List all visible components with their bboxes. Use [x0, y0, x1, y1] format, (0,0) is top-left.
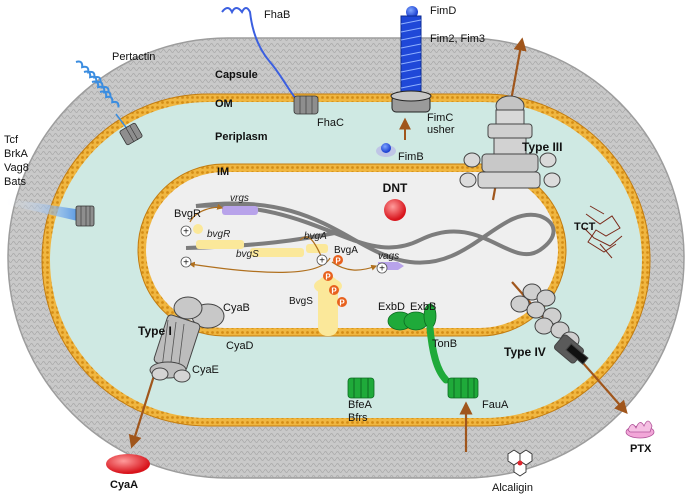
type3-secretion-apparatus: [459, 95, 561, 189]
tct-label: TCT: [574, 221, 596, 233]
fimc-usher-complex: [390, 90, 432, 113]
cyaa-label: CyaA: [110, 479, 138, 491]
type1-label: Type I: [138, 324, 172, 338]
bfrs-label: Bfrs: [348, 412, 368, 424]
red-ellipse-icon: [106, 454, 150, 474]
fimbria-stripe: [400, 75, 422, 81]
plus-circle-1: [180, 225, 192, 237]
bvga-gene-label: bvgA: [304, 231, 327, 242]
vrgs-label: vrgs: [230, 193, 249, 204]
chromosome-dna: [195, 201, 556, 265]
bats-label: Bats: [4, 176, 27, 188]
bvgr-to-vrgs-arrow: [189, 203, 224, 223]
fimbria-stripe: [400, 43, 422, 49]
bfea-receptor: [347, 377, 375, 399]
phosphate-2: [323, 271, 333, 281]
bvgr-gene: [196, 240, 244, 249]
red-sphere-icon: [384, 199, 406, 221]
phosphate-1: [333, 255, 343, 265]
periplasm-label: Periplasm: [215, 131, 268, 143]
usher-label: usher: [427, 124, 455, 136]
om-label: OM: [215, 98, 233, 110]
fimb-label: FimB: [398, 151, 424, 163]
cyad-label: CyaD: [226, 340, 254, 352]
fimbria-stripe: [400, 83, 422, 89]
im-label: IM: [217, 166, 229, 178]
fimbria-stripe: [400, 51, 422, 57]
brka-label: BrkA: [4, 148, 29, 160]
type1-secretion-apparatus: [149, 296, 225, 383]
type3-label: Type III: [522, 140, 562, 154]
fimbria-stripe: [400, 19, 422, 25]
cyae-label: CyaE: [192, 364, 219, 376]
vags-label: vags: [378, 251, 399, 262]
exbd-label: ExbD: [378, 301, 405, 313]
fhac-barrel: [293, 95, 319, 115]
plus-sign-4: +: [379, 264, 385, 275]
pink-toxin-icon: [625, 420, 655, 439]
fimbria-stripe: [400, 27, 422, 33]
siderophore-molecule-icon: [507, 449, 533, 477]
vag8-label: Vag8: [4, 162, 29, 174]
fimc-label: FimC: [427, 112, 453, 124]
phosphate-label-2: P: [325, 273, 331, 282]
bvga-protein-label: BvgA: [334, 245, 358, 256]
bvgs-protein-label: BvgS: [289, 296, 313, 307]
bvgr-protein-label: BvgR: [174, 208, 201, 220]
plus-circle-3: [316, 254, 328, 266]
bvga-autoregulation-arrow: [299, 236, 323, 259]
fim23-label: Fim2, Fim3: [430, 33, 485, 45]
fhab-filament: [221, 7, 301, 105]
pertactin-coil-icon: [75, 60, 120, 108]
type4-label: Type IV: [504, 345, 546, 359]
tcf-barrel: [75, 205, 95, 227]
tonb-label: TonB: [432, 338, 457, 350]
ptx-label: PTX: [630, 443, 652, 455]
fimbria-stripe: [400, 67, 422, 73]
phosphate-label-1: P: [335, 257, 341, 266]
fimbrial-shaft: [400, 15, 422, 97]
plus-circle-4: [376, 262, 388, 274]
type4-secretion-apparatus: [510, 283, 589, 365]
fimd-tip-icon: [406, 6, 418, 18]
alcaligin-label: Alcaligin: [492, 482, 533, 494]
bvgr-protein-shape: [193, 224, 203, 234]
bvgs-gene: [250, 248, 304, 257]
fimd-label: FimD: [430, 5, 456, 17]
faua-label: FauA: [482, 399, 509, 411]
plus-sign-3: +: [319, 256, 325, 267]
bvgs-gene-label: bvgS: [236, 249, 259, 260]
capsule-label: Capsule: [215, 69, 258, 81]
fimbria-stripe: [400, 35, 422, 41]
faua-receptor: [447, 377, 479, 399]
fhac-label: FhaC: [317, 117, 344, 129]
fimbria-stripe: [400, 59, 422, 65]
tcf-autotransporter-beam: [4, 198, 82, 222]
tcf-label: Tcf: [4, 134, 19, 146]
bfea-label: BfeA: [348, 399, 373, 411]
dnt-label: DNT: [383, 181, 408, 195]
pertactin-barrel: [119, 122, 143, 146]
plus-sign-2: +: [183, 258, 189, 269]
plus-circle-2: [180, 256, 192, 268]
phosphate-label-4: P: [339, 299, 345, 308]
cyab-label: CyaB: [223, 302, 250, 314]
phosphate-4: [337, 297, 347, 307]
exbb-label: ExbB: [410, 301, 436, 313]
phosphate-3: [329, 285, 339, 295]
vrgs-gene: [222, 206, 258, 215]
exb-complex: [387, 303, 450, 384]
phosphate-label-3: P: [331, 287, 337, 296]
pertactin-label: Pertactin: [112, 51, 155, 63]
fimb-subunit-icon: [381, 143, 391, 153]
peptidoglycan-fragment-icon: [583, 205, 623, 259]
bvgr-gene-label: bvgR: [207, 229, 230, 240]
plus-sign-1: +: [183, 227, 189, 238]
fhab-label: FhaB: [264, 9, 290, 21]
